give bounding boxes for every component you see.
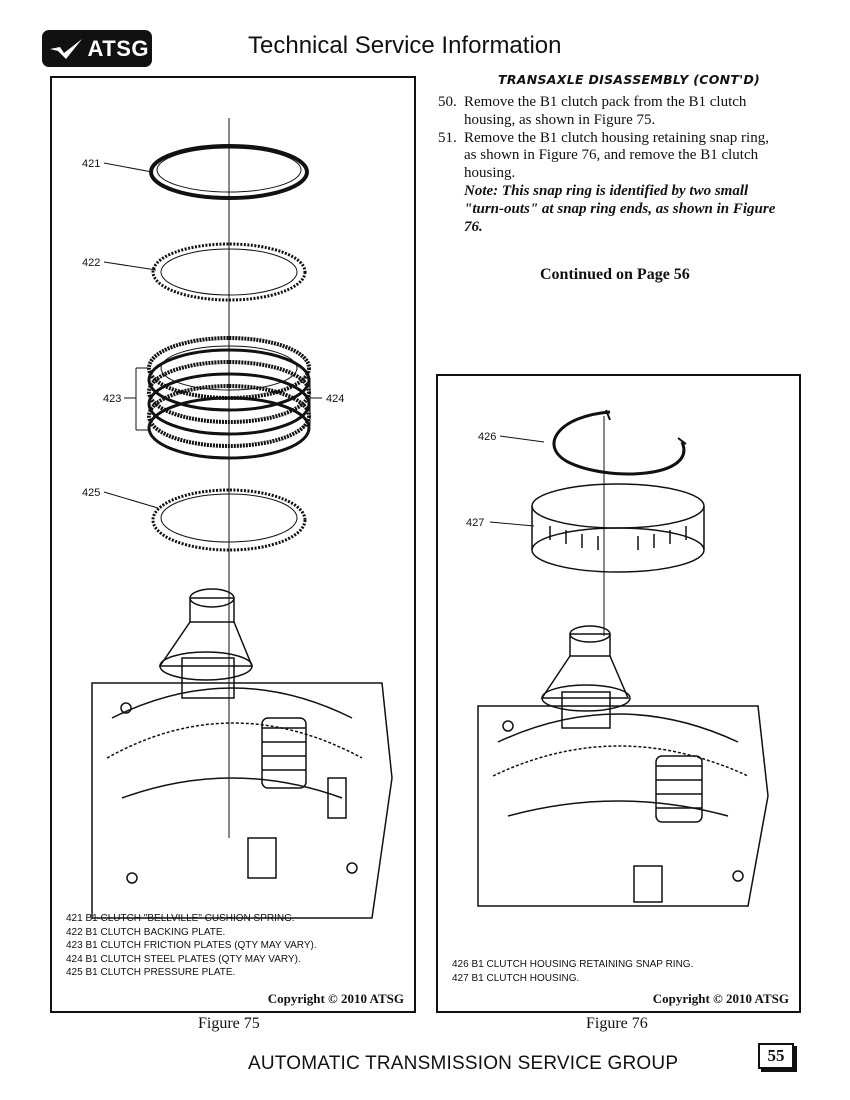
callout-424: 424 — [326, 393, 344, 405]
figure-75-caption: Figure 75 — [198, 1015, 260, 1032]
figure-76-caption: Figure 76 — [586, 1015, 648, 1032]
figure-75-legend: 421 B1 CLUTCH "BELLVILLE" CUSHION SPRING… — [66, 912, 317, 980]
legend-item: 427 B1 CLUTCH HOUSING. — [452, 972, 580, 984]
step-number: 51. — [438, 129, 457, 146]
check-mark-icon — [45, 33, 88, 64]
legend-item: 425 B1 CLUTCH PRESSURE PLATE. — [66, 967, 236, 979]
step-number: 50. — [438, 94, 457, 110]
step-text: Remove the B1 clutch pack from the B1 cl… — [464, 94, 747, 128]
logo-text: ATSG — [87, 35, 149, 61]
figure-76: 426 427 426 B1 CLUTCH HOUSING RETAINING … — [436, 374, 801, 1013]
callout-427: 427 — [466, 517, 484, 529]
section-title: Transaxle Disassembly (Cont'd) — [498, 72, 761, 87]
atsg-logo: ATSG — [42, 30, 152, 67]
page-number: 55 — [758, 1043, 794, 1069]
callout-426: 426 — [478, 431, 496, 443]
legend-item: 426 B1 CLUTCH HOUSING RETAINING SNAP RIN… — [452, 959, 694, 970]
figure-75-copyright: Copyright © 2010 ATSG — [267, 991, 404, 1006]
callout-422: 422 — [82, 257, 100, 269]
callout-423: 423 — [103, 393, 121, 405]
step-51: 51. Remove the B1 clutch housing retaini… — [438, 130, 778, 237]
page-header-title: Technical Service Information — [248, 32, 562, 59]
continued-notice: Continued on Page 56 — [540, 266, 690, 283]
callout-425: 425 — [82, 487, 100, 499]
clutch-pack-exploded-illustration: 421 422 423 424 425 — [82, 118, 393, 919]
legend-item: 424 B1 CLUTCH STEEL PLATES (QTY MAY VARY… — [66, 953, 301, 965]
legend-item: 422 B1 CLUTCH BACKING PLATE. — [66, 926, 226, 938]
step-note: Note: This snap ring is identified by tw… — [464, 182, 776, 235]
step-text: Remove the B1 clutch housing retaining s… — [464, 129, 769, 182]
step-50: 50. Remove the B1 clutch pack from the B… — [438, 94, 778, 130]
legend-item: 423 B1 CLUTCH FRICTION PLATES (QTY MAY V… — [66, 940, 317, 952]
clutch-housing-exploded-illustration: 426 427 — [466, 409, 769, 907]
legend-item: 421 B1 CLUTCH "BELLVILLE" CUSHION SPRING… — [66, 913, 295, 924]
figure-76-legend: 426 B1 CLUTCH HOUSING RETAINING SNAP RIN… — [452, 958, 693, 985]
callout-421: 421 — [82, 158, 100, 170]
figure-76-copyright: Copyright © 2010 ATSG — [652, 991, 789, 1006]
figure-75: 421 422 423 424 425 421 B1 CLUTCH "BELLV… — [50, 76, 416, 1013]
step-list: 50. Remove the B1 clutch pack from the B… — [438, 94, 778, 236]
footer-organization: AUTOMATIC TRANSMISSION SERVICE GROUP — [248, 1053, 679, 1074]
